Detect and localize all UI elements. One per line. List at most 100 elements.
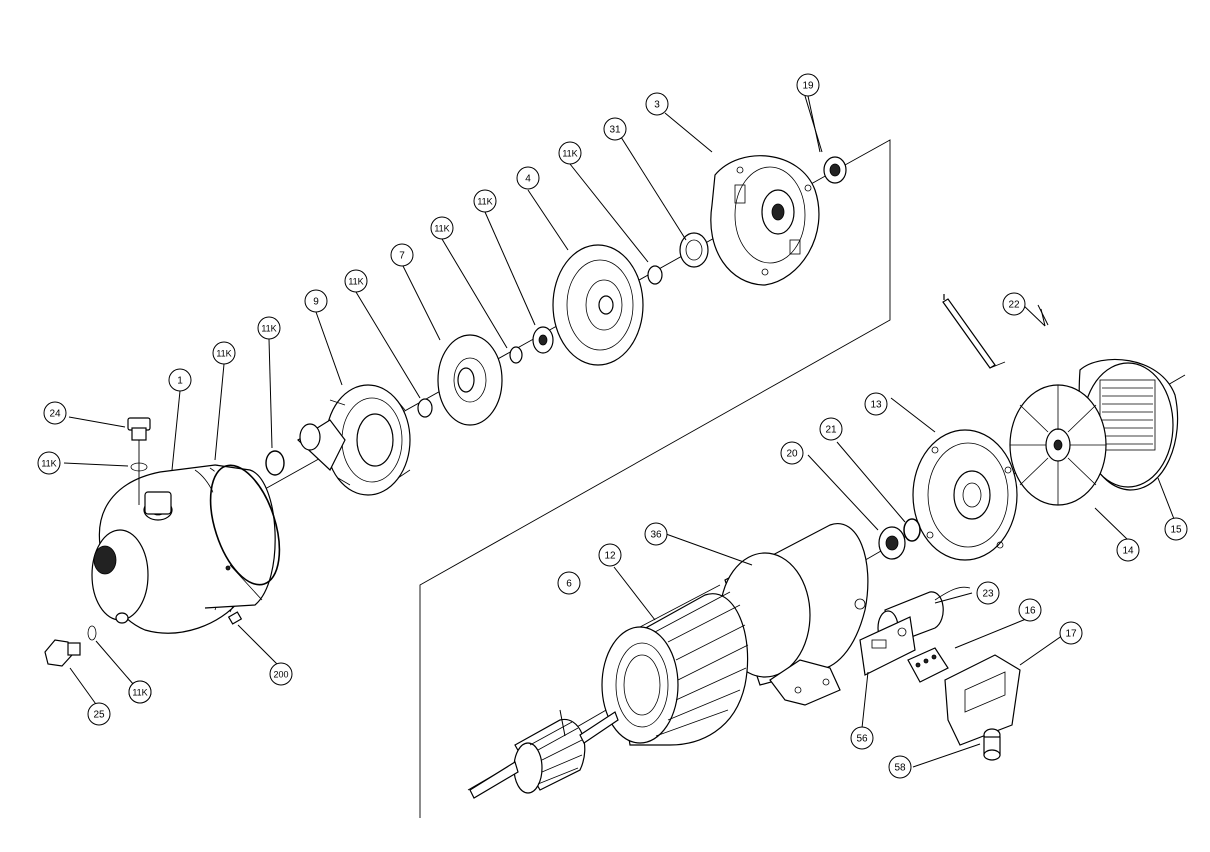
callout-circle <box>168 368 192 392</box>
diffuser-plate <box>437 334 503 426</box>
callout-circle <box>1002 292 1026 316</box>
callout-label: 11K <box>348 277 363 287</box>
callout-label: 13 <box>870 400 882 411</box>
shaft-washer <box>647 265 663 285</box>
callout-label: 31 <box>609 125 621 136</box>
callout-label: 11K <box>41 459 56 469</box>
fill-plug <box>127 417 151 505</box>
callout-11k-g: 11K <box>37 451 61 475</box>
callout-circle <box>1116 538 1140 562</box>
impeller-diffuser <box>297 384 411 496</box>
callout-19: 19 <box>796 73 820 97</box>
callout-circle <box>780 441 804 465</box>
pump-casing <box>91 464 276 634</box>
rotor <box>469 711 619 799</box>
callout-label: 15 <box>1170 525 1182 536</box>
callout-25: 25 <box>87 702 111 726</box>
callout-circle <box>598 543 622 567</box>
callout-label: 16 <box>1024 606 1036 617</box>
callout-circle <box>37 451 61 475</box>
terminal-box-cover <box>944 654 1021 746</box>
callout-label: 11K <box>434 224 449 234</box>
callout-17: 17 <box>1059 621 1083 645</box>
motor-bracket <box>710 155 820 286</box>
callout-circle <box>390 243 414 267</box>
callout-label: 25 <box>93 710 105 721</box>
callout-circle <box>304 289 328 313</box>
callout-11k-c: 11K <box>344 269 368 293</box>
callout-label: 58 <box>894 763 906 774</box>
callout-circle <box>603 117 627 141</box>
callout-3: 3 <box>645 92 669 116</box>
callout-circle <box>1059 621 1083 645</box>
callout-circle <box>516 166 540 190</box>
callout-circle <box>1018 598 1042 622</box>
callout-13: 13 <box>864 392 888 416</box>
group-frame-lines <box>419 139 891 818</box>
callout-circle <box>888 755 912 779</box>
callout-6: 6 <box>557 571 581 595</box>
motor-frame <box>719 523 869 706</box>
stator <box>601 584 749 746</box>
callout-circle <box>430 216 454 240</box>
callout-label: 11K <box>132 688 147 698</box>
callout-label: 4 <box>525 174 531 185</box>
rear-end-shield <box>912 429 1018 561</box>
seal-plate <box>552 244 644 366</box>
callout-11k-i: 11K <box>128 680 152 704</box>
callout-label: 17 <box>1065 629 1077 640</box>
callout-56: 56 <box>850 726 874 750</box>
callout-11k-f: 11K <box>558 141 582 165</box>
leader-lines <box>63 95 1175 768</box>
callout-11k-a: 11K <box>212 341 236 365</box>
callout-label: 23 <box>982 589 994 600</box>
callout-14: 14 <box>1116 538 1140 562</box>
callout-labels: 13467911K11K11K11K11K11K11K11K11K1213141… <box>37 73 1188 779</box>
callout-label: 11K <box>261 324 276 334</box>
cable-gland <box>983 728 1001 761</box>
callout-circle <box>257 316 281 340</box>
front-bearing <box>823 156 847 184</box>
callout-circle <box>473 189 497 213</box>
callout-label: 12 <box>604 551 616 562</box>
callout-31: 31 <box>603 117 627 141</box>
callout-label: 36 <box>650 530 662 541</box>
rear-bearing <box>878 526 906 560</box>
callout-label: 11K <box>216 349 231 359</box>
callout-circle <box>796 73 820 97</box>
callout-label: 19 <box>802 81 814 92</box>
callout-circle <box>557 571 581 595</box>
callout-58: 58 <box>888 755 912 779</box>
callout-circle <box>850 726 874 750</box>
callout-circle <box>87 702 111 726</box>
callout-label: 9 <box>313 297 319 308</box>
terminal-block <box>907 647 949 683</box>
mechanical-seal <box>532 326 554 354</box>
shaft-sleeve <box>679 232 709 268</box>
callout-7: 7 <box>390 243 414 267</box>
callout-label: 3 <box>654 100 660 111</box>
wave-washer <box>903 518 921 542</box>
callout-label: 11K <box>562 149 577 159</box>
tie-rod <box>942 294 1006 369</box>
callout-label: 14 <box>1122 546 1134 557</box>
callout-200: 200 <box>269 662 293 686</box>
callout-4: 4 <box>516 166 540 190</box>
callout-11k-d: 11K <box>430 216 454 240</box>
callout-circle <box>864 392 888 416</box>
callout-16: 16 <box>1018 598 1042 622</box>
callout-9: 9 <box>304 289 328 313</box>
callout-label: 22 <box>1008 300 1020 311</box>
callout-1: 1 <box>168 368 192 392</box>
callout-label: 24 <box>49 409 61 420</box>
callout-circle <box>819 417 843 441</box>
cooling-fan <box>1009 384 1107 506</box>
callout-circle <box>1164 517 1188 541</box>
callout-label: 200 <box>273 670 288 680</box>
small-o-ring <box>265 450 285 476</box>
callout-circle <box>128 680 152 704</box>
callout-11k-e: 11K <box>473 189 497 213</box>
callout-label: 11K <box>477 197 492 207</box>
